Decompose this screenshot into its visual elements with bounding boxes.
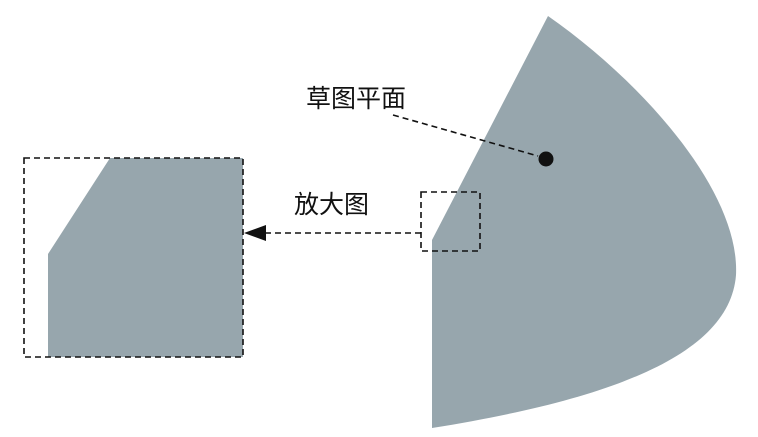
sketch-plane-label: 草图平面	[306, 84, 406, 113]
enlarged-shape	[48, 158, 243, 357]
enlarged-view-label: 放大图	[294, 190, 369, 219]
enlarge-arrow-head	[244, 225, 266, 241]
sketch-plane-dot	[538, 151, 554, 167]
sketch-plane-leader-line	[392, 114, 539, 157]
sketch-plane-shape	[432, 16, 737, 428]
